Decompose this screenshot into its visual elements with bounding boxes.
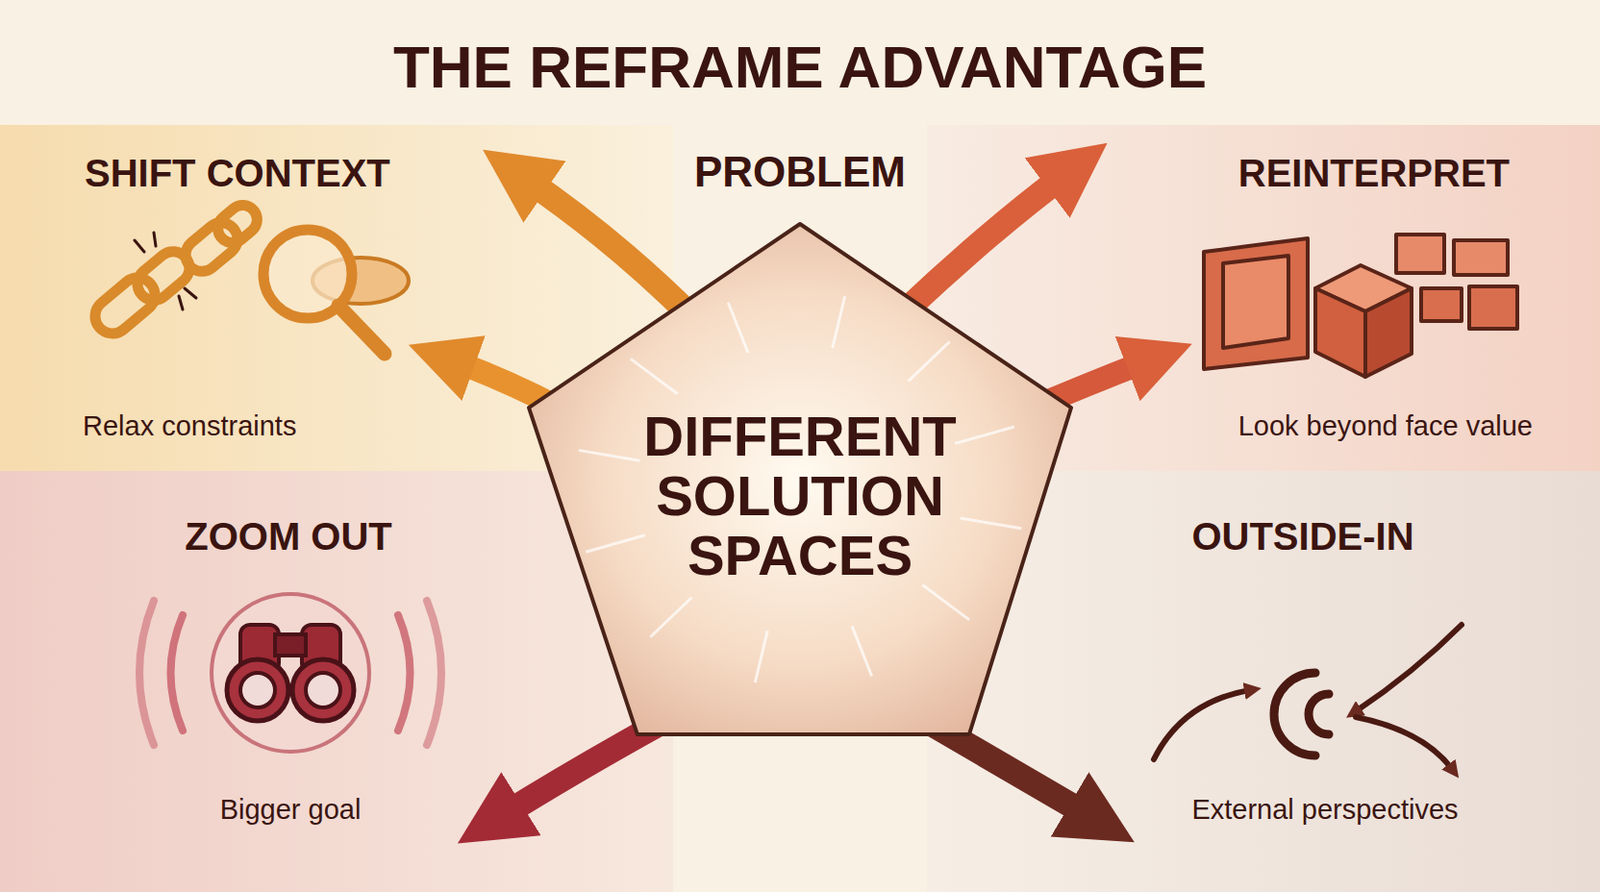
context-panel: SHIFT CONTEXT Relax constraints <box>0 125 674 472</box>
panel-caption: Bigger goal <box>19 791 562 828</box>
panel-heading: ZOOM OUT <box>19 511 558 562</box>
magnifier-icon <box>263 229 409 354</box>
problem-label: PROBLEM <box>528 145 1072 200</box>
panel-heading: REINTERPRET <box>965 148 1510 199</box>
panel-heading: OUTSIDE-IN <box>1072 511 1534 562</box>
panel-heading: SHIFT CONTEXT <box>84 148 624 199</box>
diagram-title: THE REFRAME ADVANTAGE <box>0 28 1600 106</box>
problem-pentagon: PROBLEMDIFFERENT SOLUTION SPACES <box>528 224 1072 735</box>
binoculars-icon <box>139 594 442 752</box>
center-statement: DIFFERENT SOLUTION SPACES <box>588 406 1012 586</box>
outside-in-panel: OUTSIDE-IN External perspectives <box>926 471 1600 892</box>
radiating-arrows <box>451 173 1150 818</box>
panel-caption: Look beyond face value <box>965 407 1533 445</box>
panel-caption: Relax constraints <box>82 407 622 445</box>
broken-chain-icon <box>88 199 264 341</box>
panel-caption: External perspectives <box>1055 791 1595 828</box>
reinterpret-panel: REINTERPRET Look beyond face value <box>926 125 1600 472</box>
outside-in-icon <box>1153 625 1462 770</box>
zoom-out-panel: ZOOM OUT Bigger goal <box>0 471 674 892</box>
reframe-shapes-icon <box>1203 234 1518 377</box>
